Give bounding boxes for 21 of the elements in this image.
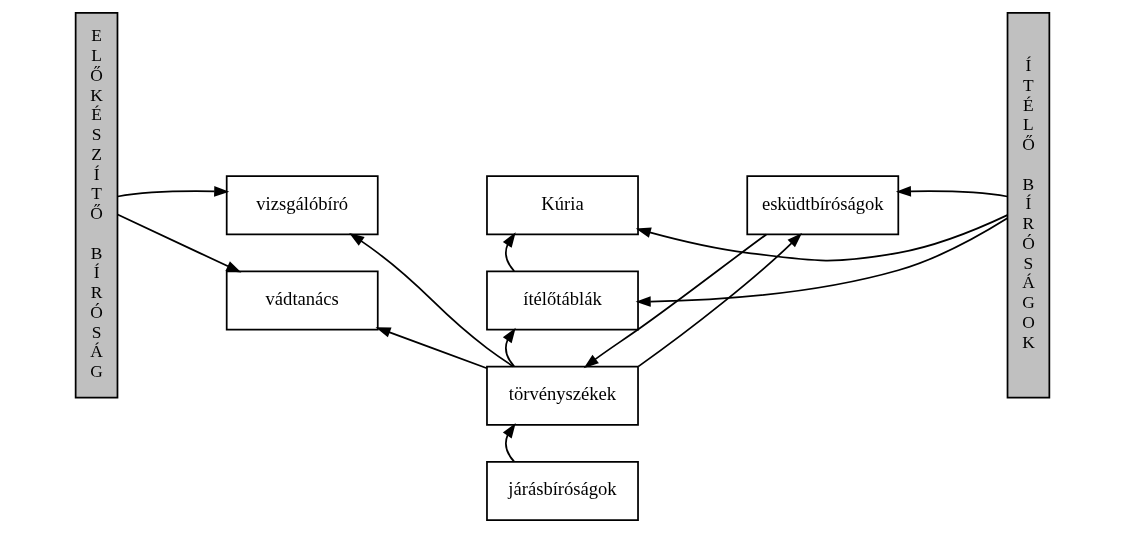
arrow (502, 327, 516, 368)
node-box: törvényszékek (486, 365, 639, 426)
arrow (895, 186, 1009, 198)
node-box: vádtanács (225, 270, 379, 331)
node-box: ítélőtáblák (486, 270, 639, 331)
node-box: járásbíróságok (486, 461, 639, 521)
arrow (116, 186, 230, 198)
arrow (375, 327, 488, 370)
arrow (502, 232, 516, 272)
node-box: vizsgálóbíró (225, 175, 379, 236)
arrow (583, 233, 768, 369)
node-box: ÍTÉLŐ BÍRÓSÁGOK (1006, 12, 1051, 399)
node-box: Kúria (486, 175, 639, 236)
arrow (502, 422, 516, 463)
arrow (349, 232, 515, 368)
arrow (116, 213, 242, 273)
node-box: ELŐKÉSZÍTŐ BÍRÓSÁG (74, 12, 119, 399)
arrow (635, 217, 1009, 307)
node-box: esküdtbíróságok (746, 175, 900, 236)
arrow (637, 232, 802, 368)
arrow (635, 214, 1009, 262)
